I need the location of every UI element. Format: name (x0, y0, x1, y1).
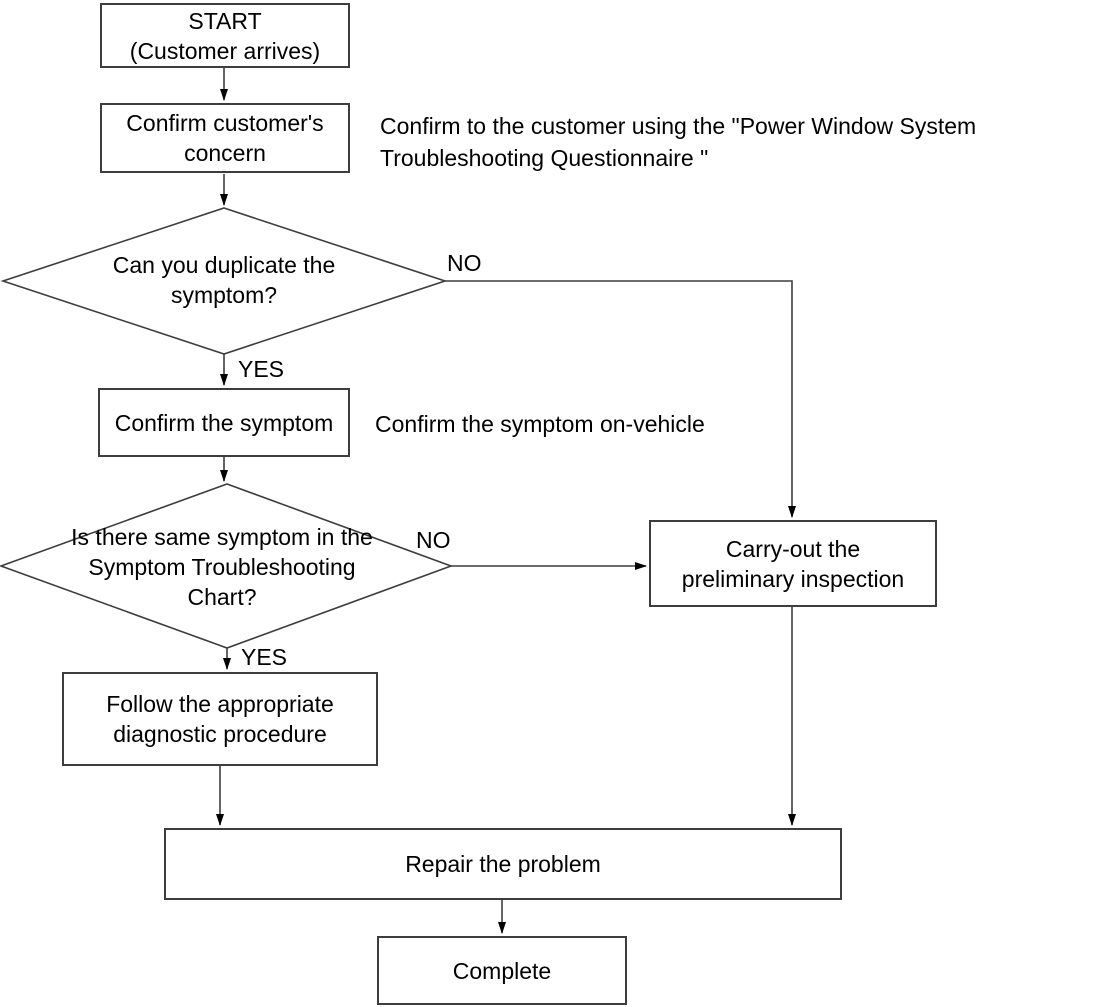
annotation-questionnaire: Confirm to the customer using the "Power… (380, 110, 976, 174)
node-start: START (Customer arrives) (100, 3, 350, 68)
node-follow-line2: diagnostic procedure (113, 721, 327, 747)
decision-duplicate-line2: symptom? (170, 282, 278, 308)
node-confirm-concern-line1: Confirm customer's (126, 110, 324, 136)
node-complete: Complete (377, 936, 627, 1005)
node-carry-out-preliminary-inspection: Carry-out the preliminary inspection (649, 520, 937, 607)
decision-same-symptom-text: Is there same symptom in the Symptom Tro… (2, 522, 442, 612)
node-carry-out-line1: Carry-out the (725, 535, 861, 562)
decision-duplicate-symptom-text: Can you duplicate the symptom? (24, 250, 424, 310)
annotation-questionnaire-line2: Troubleshooting Questionnaire " (380, 145, 709, 171)
node-follow-line1: Follow the appropriate (106, 691, 334, 717)
branch-label-yes-1: YES (238, 356, 285, 382)
node-confirm-concern: Confirm customer's concern (100, 103, 350, 173)
node-carry-out-line2: preliminary inspection (681, 565, 905, 592)
branch-label-no-2: NO (416, 527, 451, 553)
node-confirm-symptom-label: Confirm the symptom (114, 409, 334, 436)
node-complete-label: Complete (452, 957, 552, 984)
branch-label-yes-2: YES (241, 644, 288, 670)
annotation-questionnaire-line1: Confirm to the customer using the "Power… (380, 113, 977, 139)
node-start-line1: START (188, 7, 262, 34)
node-repair-problem: Repair the problem (164, 828, 842, 900)
branch-label-no-1: NO (447, 250, 482, 276)
decision-same-symptom-line3: Chart? (187, 584, 257, 610)
node-repair-problem-label: Repair the problem (405, 851, 601, 877)
connector-duplicate-no-to-carry-out (445, 280, 796, 518)
node-start-line2: (Customer arrives) (129, 37, 321, 64)
node-confirm-symptom: Confirm the symptom (98, 388, 350, 457)
decision-duplicate-line1: Can you duplicate the (112, 252, 336, 278)
node-follow-diagnostic-procedure: Follow the appropriate diagnostic proced… (62, 672, 378, 766)
decision-same-symptom-line1: Is there same symptom in the (71, 524, 373, 550)
decision-same-symptom-line2: Symptom Troubleshooting (88, 554, 356, 580)
annotation-on-vehicle: Confirm the symptom on-vehicle (375, 411, 705, 437)
node-confirm-concern-line2: concern (184, 140, 266, 166)
